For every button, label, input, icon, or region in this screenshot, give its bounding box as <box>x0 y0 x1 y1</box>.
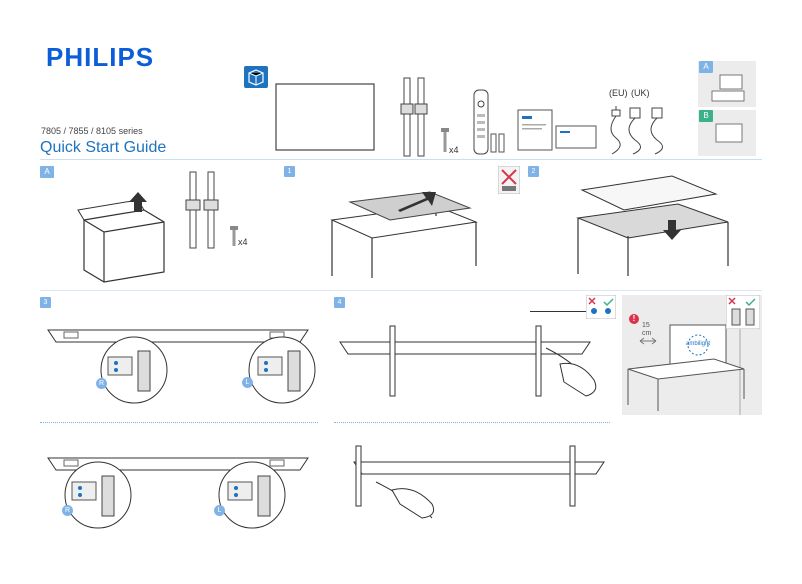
option-a-badge-label: A <box>699 61 713 73</box>
left-bracket-zoom-alt <box>218 461 286 529</box>
option-b-badge-label: B <box>699 110 713 122</box>
brand-logo: PHILIPS <box>46 42 155 72</box>
step-a-badge: A <box>40 166 54 178</box>
table-with-cloth-illustration <box>330 191 478 278</box>
stand-legs-step-a <box>185 171 219 249</box>
tv-with-legs-step-4 <box>339 325 597 397</box>
screw-count-step-a: x4 <box>238 237 248 247</box>
dotted-divider-right <box>334 422 610 423</box>
screw-orientation-check-icon <box>586 295 616 319</box>
right-hinge-badge: R <box>96 378 107 389</box>
box-contents-icon <box>244 66 268 88</box>
step-2-badge: 2 <box>528 166 539 177</box>
screw-step-a-icon <box>230 226 238 246</box>
step-4-badge: 4 <box>334 297 345 308</box>
dotted-divider-left <box>40 422 318 423</box>
distance-unit: cm <box>642 330 652 337</box>
cable-label-uk: (UK) <box>631 88 650 98</box>
batteries-icon <box>490 133 505 153</box>
right-hinge-badge-alt: R <box>62 505 73 516</box>
model-series: 7805 / 7855 / 8105 series <box>41 126 143 136</box>
left-hinge-badge: L <box>242 377 253 388</box>
step-1-badge: 1 <box>284 166 295 177</box>
right-bracket-zoom-alt <box>64 461 132 529</box>
alert-icon: ! <box>629 314 639 324</box>
page-title: Quick Start Guide <box>40 139 167 156</box>
left-hinge-badge-alt: L <box>214 505 225 516</box>
remote-control-illustration <box>473 89 489 155</box>
row-divider <box>40 290 762 291</box>
power-cables-illustration <box>610 106 663 155</box>
tv-with-legs-step-4-alt <box>353 445 605 519</box>
no-sharp-surface-warning-icon <box>498 166 520 194</box>
right-bracket-zoom <box>100 336 168 404</box>
stand-legs-illustration <box>400 77 428 157</box>
step-3-badge: 3 <box>40 297 51 308</box>
ambilight-logo: ambilight <box>686 341 711 347</box>
screw-icon <box>441 128 449 152</box>
callout-line <box>530 311 586 312</box>
tv-panel-illustration <box>275 83 375 151</box>
screw-count: x4 <box>449 145 459 155</box>
wall-clearance-check-icon <box>726 295 760 329</box>
cable-label-eu: (EU) <box>609 88 628 98</box>
header-divider <box>40 159 762 160</box>
tv-face-down-on-table-illustration <box>576 175 729 276</box>
open-box-illustration <box>77 192 165 283</box>
documents-illustration <box>517 109 597 151</box>
distance-value: 15 <box>642 322 650 329</box>
left-bracket-zoom <box>248 336 316 404</box>
